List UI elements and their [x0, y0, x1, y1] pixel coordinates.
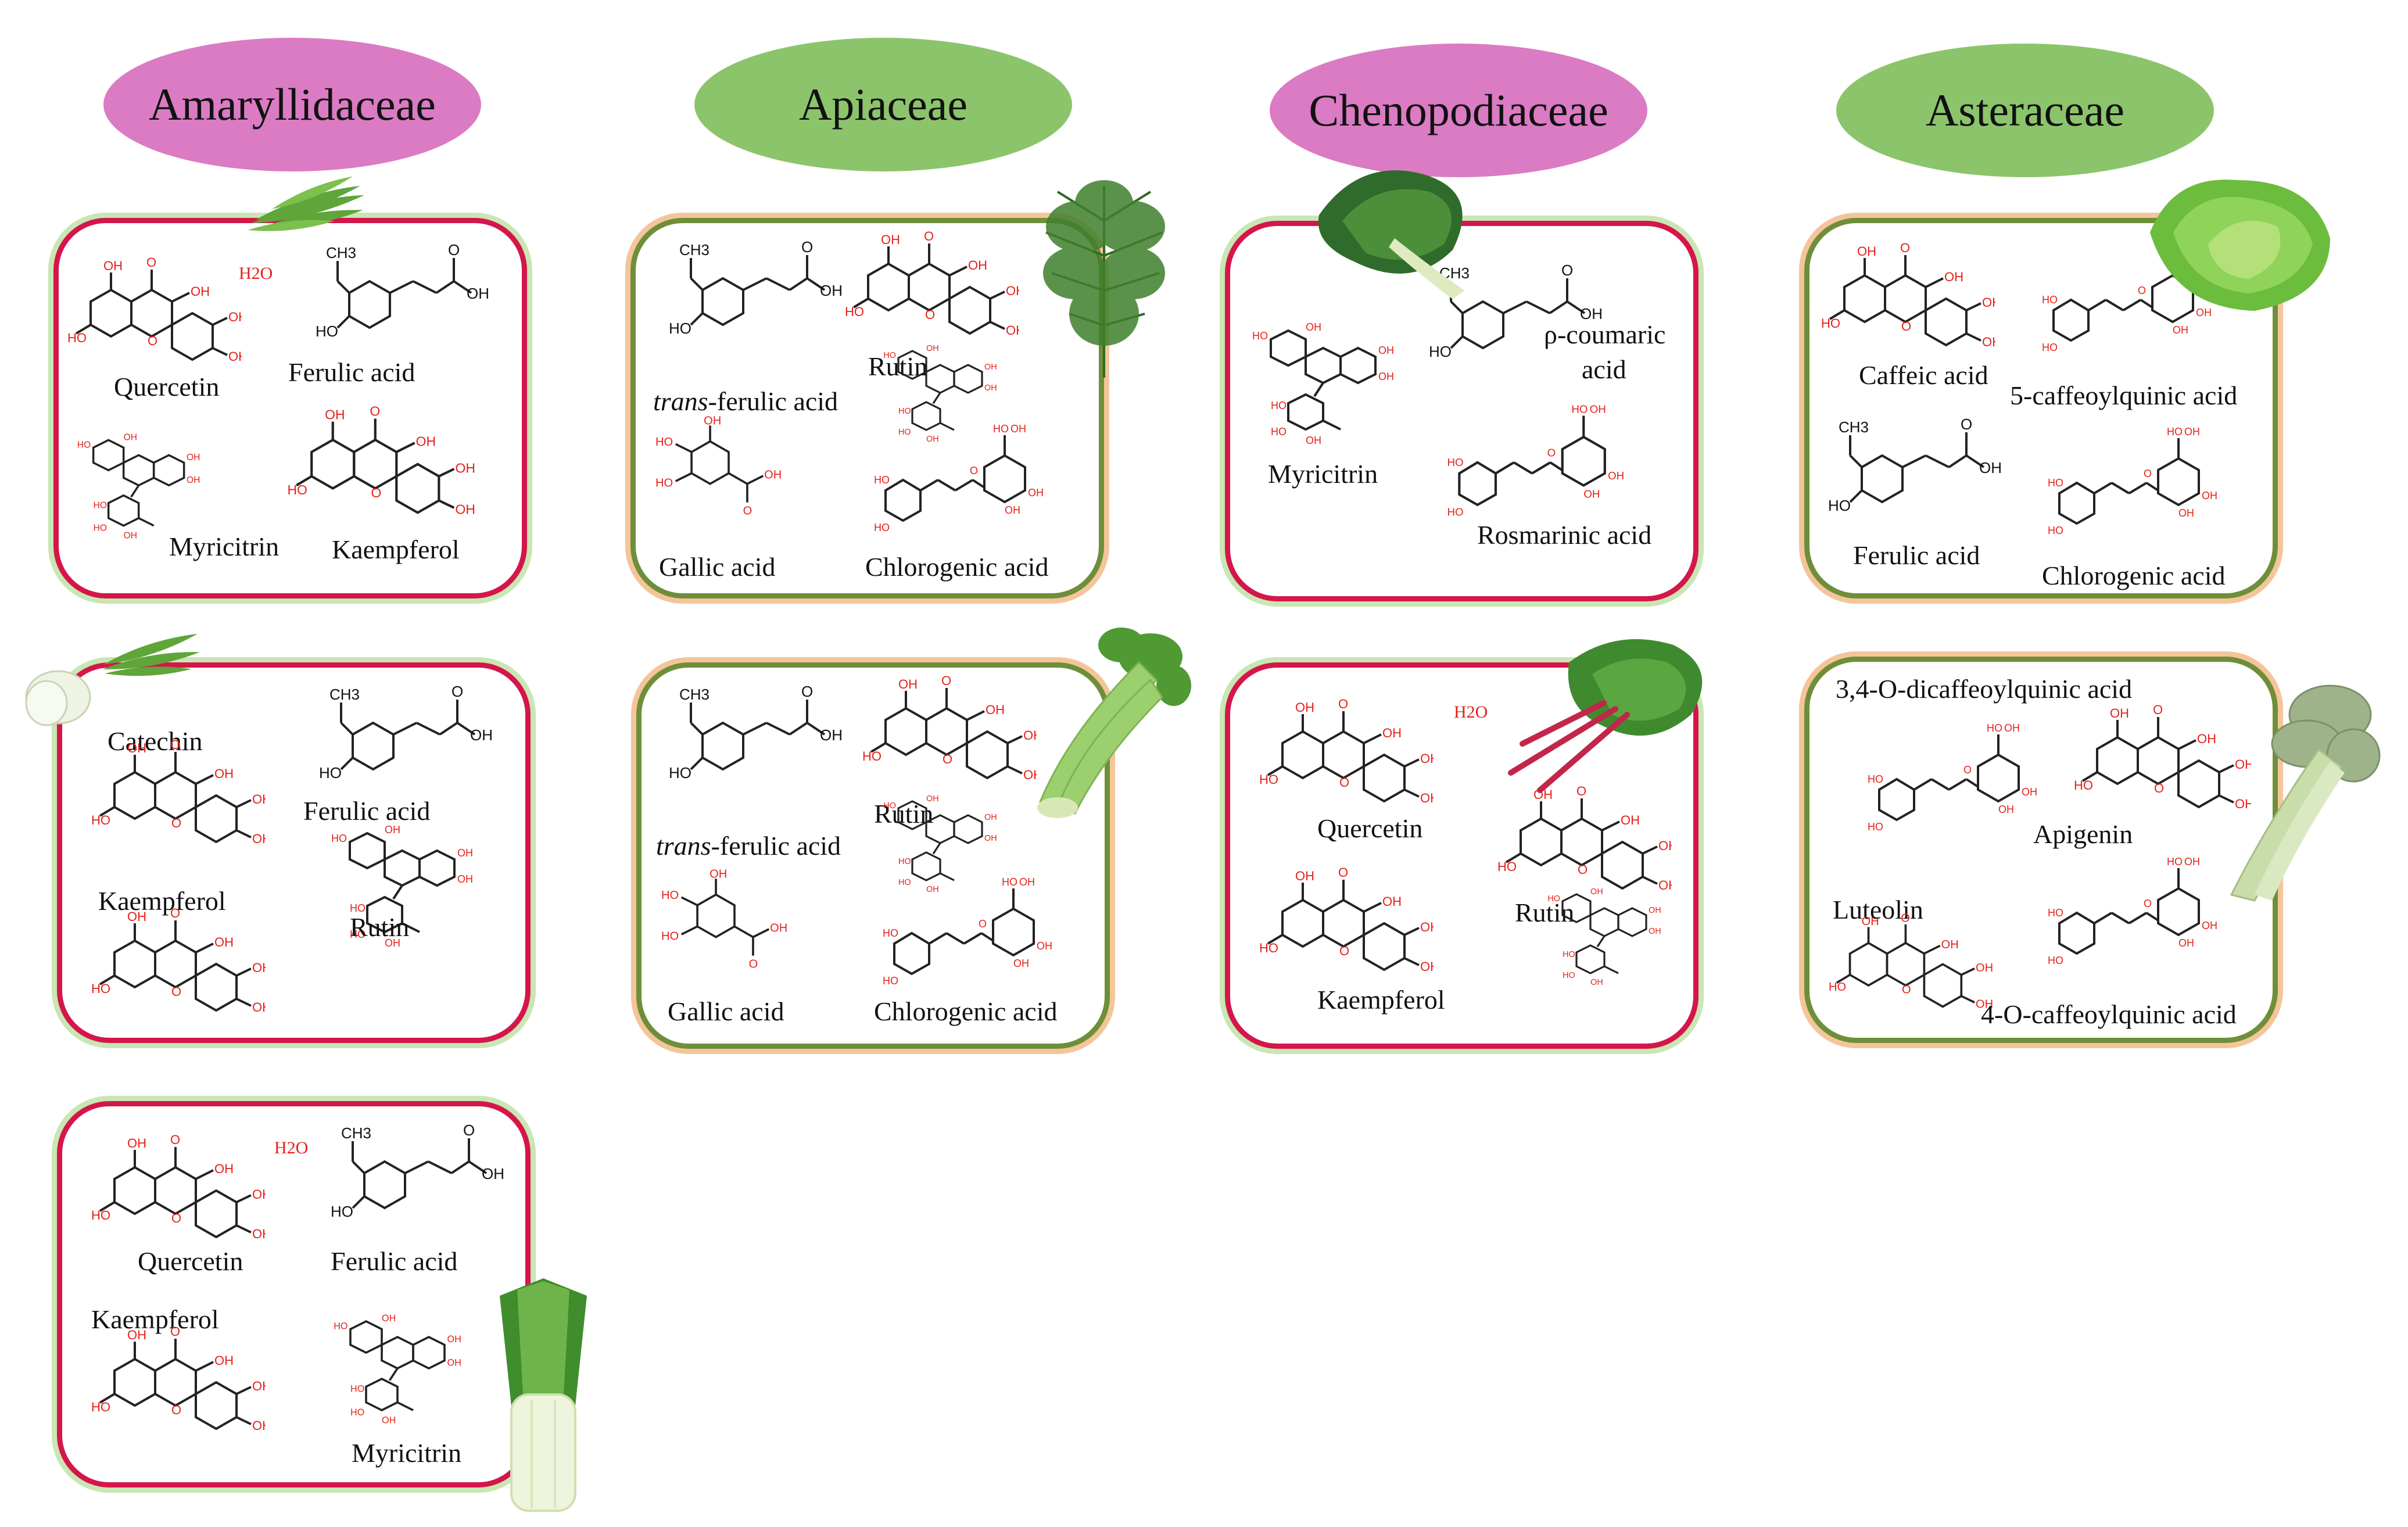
family-amaryllidaceae: Amaryllidaceae — [103, 38, 481, 171]
rutin-glycoside-structure — [1544, 865, 1683, 1016]
spinach-icon — [1307, 151, 1493, 302]
compound-label-gallic-acid: Gallic acid — [668, 997, 784, 1026]
water-label: H2O — [274, 1138, 309, 1157]
water-label: H2O — [1454, 702, 1488, 722]
compound-label-catechin: Catechin — [107, 726, 203, 756]
compound-label-kaempferol: Kaempferol — [332, 535, 460, 564]
gallic-acid-structure — [647, 415, 810, 537]
compound-label-trans-ferulic-acid: trans-ferulic acid — [653, 386, 838, 416]
ferulic-acid-structure — [329, 1121, 504, 1254]
lettuce-icon — [2138, 163, 2342, 320]
compound-label-coumaric-acid-2: acid — [1582, 354, 1626, 384]
compound-label-4-caffeoylquinic-acid: 4-O-caffeoylquinic acid — [1981, 999, 2237, 1029]
compound-label-kaempferol: Kaempferol — [91, 1304, 219, 1334]
compound-label-dicaffeoylquinic-acid: 3,4-O-dicaffeoylquinic acid — [1836, 674, 2133, 704]
rosmarinic-acid-structure — [1399, 395, 1678, 534]
myricitrin-structure — [1248, 307, 1422, 470]
water-label: H2O — [239, 264, 273, 283]
compound-label-kaempferol: Kaempferol — [1317, 985, 1445, 1015]
quercetin-structure — [1259, 691, 1434, 825]
compound-label-myricitrin: Myricitrin — [1268, 459, 1378, 489]
kaempferol-structure — [91, 900, 266, 1034]
caffeic-acid-structure — [1821, 235, 1995, 368]
family-label: Asteraceae — [1925, 85, 2125, 135]
gallic-acid-structure — [653, 868, 816, 990]
compound-label-ferulic-acid: Ferulic acid — [303, 796, 431, 826]
chlorogenic-acid-structure — [833, 868, 1106, 1002]
myricitrin-structure — [329, 1304, 486, 1443]
catechin-structure — [91, 732, 266, 865]
family-chenopodiaceae: Chenopodiaceae — [1270, 44, 1647, 177]
panel-apiaceae-1: trans-ferulic acid Rutin Gallic acid Chl… — [630, 218, 1104, 598]
compound-label-ferulic-acid: Ferulic acid — [331, 1246, 458, 1276]
trans-ferulic-acid-structure — [668, 682, 842, 816]
compound-label-quercetin: Quercetin — [114, 372, 220, 402]
quercetin-structure — [91, 1127, 266, 1260]
compound-label-rosmarinic-acid: Rosmarinic acid — [1477, 520, 1652, 550]
family-label: Apiaceae — [798, 79, 968, 130]
luteolin-structure — [1821, 906, 1995, 1028]
compound-label-caffeic-acid: Caffeic acid — [1859, 360, 1988, 390]
rutin-structure — [327, 807, 501, 976]
family-asteraceae: Asteraceae — [1836, 44, 2214, 177]
chlorogenic-acid-structure — [2007, 418, 2263, 551]
compound-label-chlorogenic-acid: Chlorogenic acid — [2042, 561, 2226, 590]
compound-label-5-caffeoylquinic-acid: 5-caffeoylquinic acid — [2010, 381, 2238, 410]
family-label: Amaryllidaceae — [149, 79, 436, 130]
compound-label-myricitrin: Myricitrin — [169, 532, 280, 561]
chard-icon — [1499, 628, 1720, 802]
compound-label-chlorogenic-acid: Chlorogenic acid — [865, 552, 1049, 582]
quercetin-structure — [67, 249, 242, 383]
panel-asteraceae-2: 3,4-O-dicaffeoylquinic acid Apigenin Lut… — [1804, 657, 2278, 1043]
chlorogenic-acid-structure — [822, 415, 1101, 549]
compound-label-chlorogenic-acid: Chlorogenic acid — [874, 997, 1058, 1026]
dill-icon — [1034, 174, 1174, 383]
family-label: Chenopodiaceae — [1309, 85, 1608, 135]
artichoke-icon — [2220, 680, 2382, 902]
compound-label-coumaric-acid: ρ-coumaric — [1544, 320, 1666, 349]
compound-label-myricitrin: Myricitrin — [352, 1438, 462, 1468]
panel-apiaceae-2: trans-ferulic acid Rutin Gallic acid Chl… — [636, 662, 1110, 1049]
compound-label-ferulic-acid: Ferulic acid — [1853, 540, 1980, 570]
panel-amaryllidaceae-1: Quercetin H2O Ferulic acid Myricitrin Ka… — [53, 218, 527, 598]
family-apiaceae: Apiaceae — [694, 38, 1072, 171]
compound-label-trans-ferulic-acid: trans-ferulic acid — [656, 831, 841, 861]
ferulic-acid-structure — [1827, 415, 2001, 549]
compound-label-rutin: Rutin — [350, 912, 410, 942]
compound-label-apigenin: Apigenin — [2033, 819, 2133, 849]
celery-icon — [1034, 628, 1191, 819]
spring-onion-icon — [23, 604, 244, 738]
compound-label-quercetin: Quercetin — [1317, 813, 1423, 843]
kaempferol-structure — [1259, 859, 1434, 993]
leek-icon — [476, 1278, 610, 1522]
trans-ferulic-acid-structure — [668, 238, 842, 371]
kaempferol-structure — [91, 1315, 266, 1455]
chive-icon — [180, 128, 442, 261]
compound-label-gallic-acid: Gallic acid — [659, 552, 776, 582]
compound-label-ferulic-acid: Ferulic acid — [288, 357, 415, 387]
kaempferol-structure — [280, 397, 477, 537]
compound-label-quercetin: Quercetin — [138, 1246, 243, 1276]
panel-chenopodiaceae-2: H2O Quercetin Rutin Kaempferol — [1225, 662, 1698, 1049]
compound-label-rutin: Rutin — [1515, 898, 1575, 927]
panel-amaryllidaceae-2: Catechin Ferulic acid Kaempferol Rutin — [57, 662, 531, 1043]
compound-label-kaempferol: Kaempferol — [98, 886, 226, 916]
panel-amaryllidaceae-3: H2O Quercetin Ferulic acid Kaempferol My… — [57, 1101, 531, 1487]
